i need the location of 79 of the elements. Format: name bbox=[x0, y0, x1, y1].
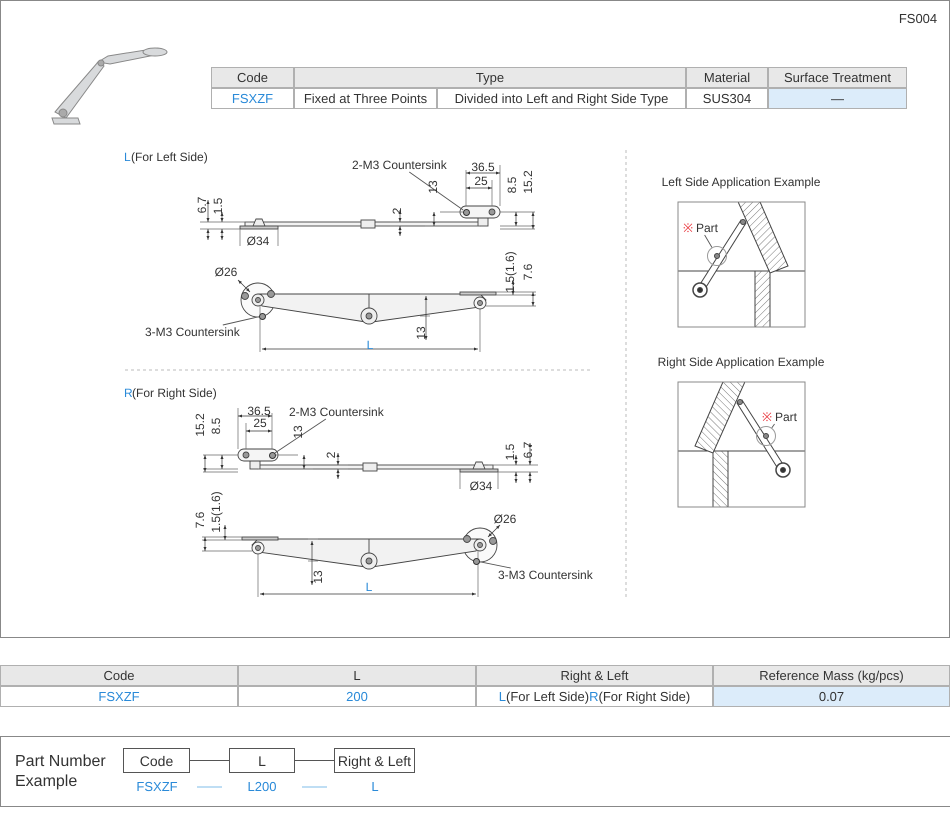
cell-text: (For Right Side) bbox=[598, 689, 690, 704]
dimension-label: 1.5 bbox=[211, 198, 225, 214]
column-header: Reference Mass (kg/pcs) bbox=[713, 665, 950, 686]
leader-line bbox=[274, 418, 326, 454]
drawing-number: FS004 bbox=[898, 12, 938, 26]
callout-label: Part bbox=[775, 410, 798, 424]
dimension-label: 25 bbox=[474, 174, 488, 188]
view-heading: R bbox=[124, 386, 133, 400]
callout-label: Part bbox=[696, 221, 718, 235]
table-cell: 200 bbox=[238, 686, 476, 707]
dimension-label: 1.5(1.6) bbox=[209, 491, 223, 533]
column-header: Surface Treatment bbox=[768, 67, 907, 88]
column-header: Code bbox=[0, 665, 238, 686]
reference-mark: ※ bbox=[762, 410, 772, 424]
connector-line bbox=[294, 760, 334, 761]
part-number-value: L200 bbox=[248, 780, 276, 794]
callout-label: 2-M3 Countersink bbox=[289, 405, 384, 419]
dimension-label: Ø34 bbox=[470, 479, 492, 493]
dimension-label: 13 bbox=[291, 425, 305, 439]
dimension-label: 8.5 bbox=[209, 418, 223, 434]
code-field: L bbox=[229, 748, 295, 773]
view-heading: (For Right Side) bbox=[132, 386, 217, 400]
table-cell: SUS304 bbox=[686, 88, 768, 109]
dimension-label: 6.7 bbox=[521, 442, 535, 458]
leader-line bbox=[771, 424, 775, 428]
table-cell: Divided into Left and Right Side Type bbox=[437, 88, 686, 109]
table-cell: FSXZF bbox=[211, 88, 294, 109]
dimension-label: 36.5 bbox=[471, 160, 495, 174]
callout-label: 2-M3 Countersink bbox=[352, 158, 447, 172]
dimension-label: 7.6 bbox=[193, 512, 207, 528]
dimension-label: 8.5 bbox=[505, 176, 519, 194]
highlight-circle bbox=[756, 426, 776, 446]
dimension-label: 13 bbox=[414, 326, 428, 340]
dimension-label: 1.5(1.6) bbox=[503, 251, 517, 293]
connector-line bbox=[190, 760, 230, 761]
dimension-label: 36.5 bbox=[247, 404, 271, 418]
table-cell: FSXZF bbox=[0, 686, 238, 707]
cell-text: (For Left Side) bbox=[506, 689, 590, 704]
dimension-label: 15.2 bbox=[193, 413, 207, 437]
code-field: Right & Left bbox=[334, 748, 415, 773]
dimension-label: 13 bbox=[426, 180, 440, 194]
callout-label: 3-M3 Countersink bbox=[145, 325, 240, 339]
leader-line bbox=[222, 316, 260, 326]
view-title: Right Side Application Example bbox=[658, 355, 824, 369]
dimension-label: 7.6 bbox=[521, 264, 535, 280]
dimension-label: 25 bbox=[253, 416, 267, 430]
column-header: Code bbox=[211, 67, 294, 88]
dimension-label: 1.5 bbox=[503, 444, 517, 460]
leader-line bbox=[408, 172, 464, 210]
cell-text: L bbox=[498, 689, 506, 704]
code-field: Code bbox=[123, 748, 190, 773]
dimension-label: L bbox=[366, 338, 374, 352]
dimension-label: 2 bbox=[324, 452, 338, 458]
section-heading: Part Number Example bbox=[15, 752, 107, 792]
leader-line bbox=[478, 561, 512, 568]
table-cell: 0.07 bbox=[713, 686, 950, 707]
column-header: Type bbox=[294, 67, 686, 88]
dimension-label: 6.7 bbox=[195, 196, 209, 214]
part-number-value: L bbox=[371, 780, 379, 794]
callout-label: 3-M3 Countersink bbox=[498, 568, 593, 582]
column-header: L bbox=[238, 665, 476, 686]
table-cell: Fixed at Three Points bbox=[294, 88, 437, 109]
table-cell: — bbox=[768, 88, 907, 109]
dimension-label: Ø26 bbox=[214, 265, 238, 279]
dimension-label: 15.2 bbox=[521, 170, 535, 194]
reference-mark: ※ bbox=[683, 221, 693, 235]
highlight-circle bbox=[707, 246, 727, 266]
column-header: Right & Left bbox=[476, 665, 713, 686]
column-header: Material bbox=[686, 67, 768, 88]
view-heading: (For Left Side) bbox=[131, 150, 208, 164]
dimension-label: L bbox=[366, 580, 372, 594]
cell-text: R bbox=[589, 689, 598, 704]
view-heading: L bbox=[124, 150, 131, 164]
dimension-label: Ø34 bbox=[246, 234, 270, 248]
leader-line bbox=[704, 234, 712, 248]
view-title: Left Side Application Example bbox=[662, 175, 820, 189]
part-number-value: FSXZF bbox=[136, 780, 178, 794]
dimension-label: Ø26 bbox=[494, 512, 516, 526]
dimension-label: 13 bbox=[311, 570, 325, 584]
